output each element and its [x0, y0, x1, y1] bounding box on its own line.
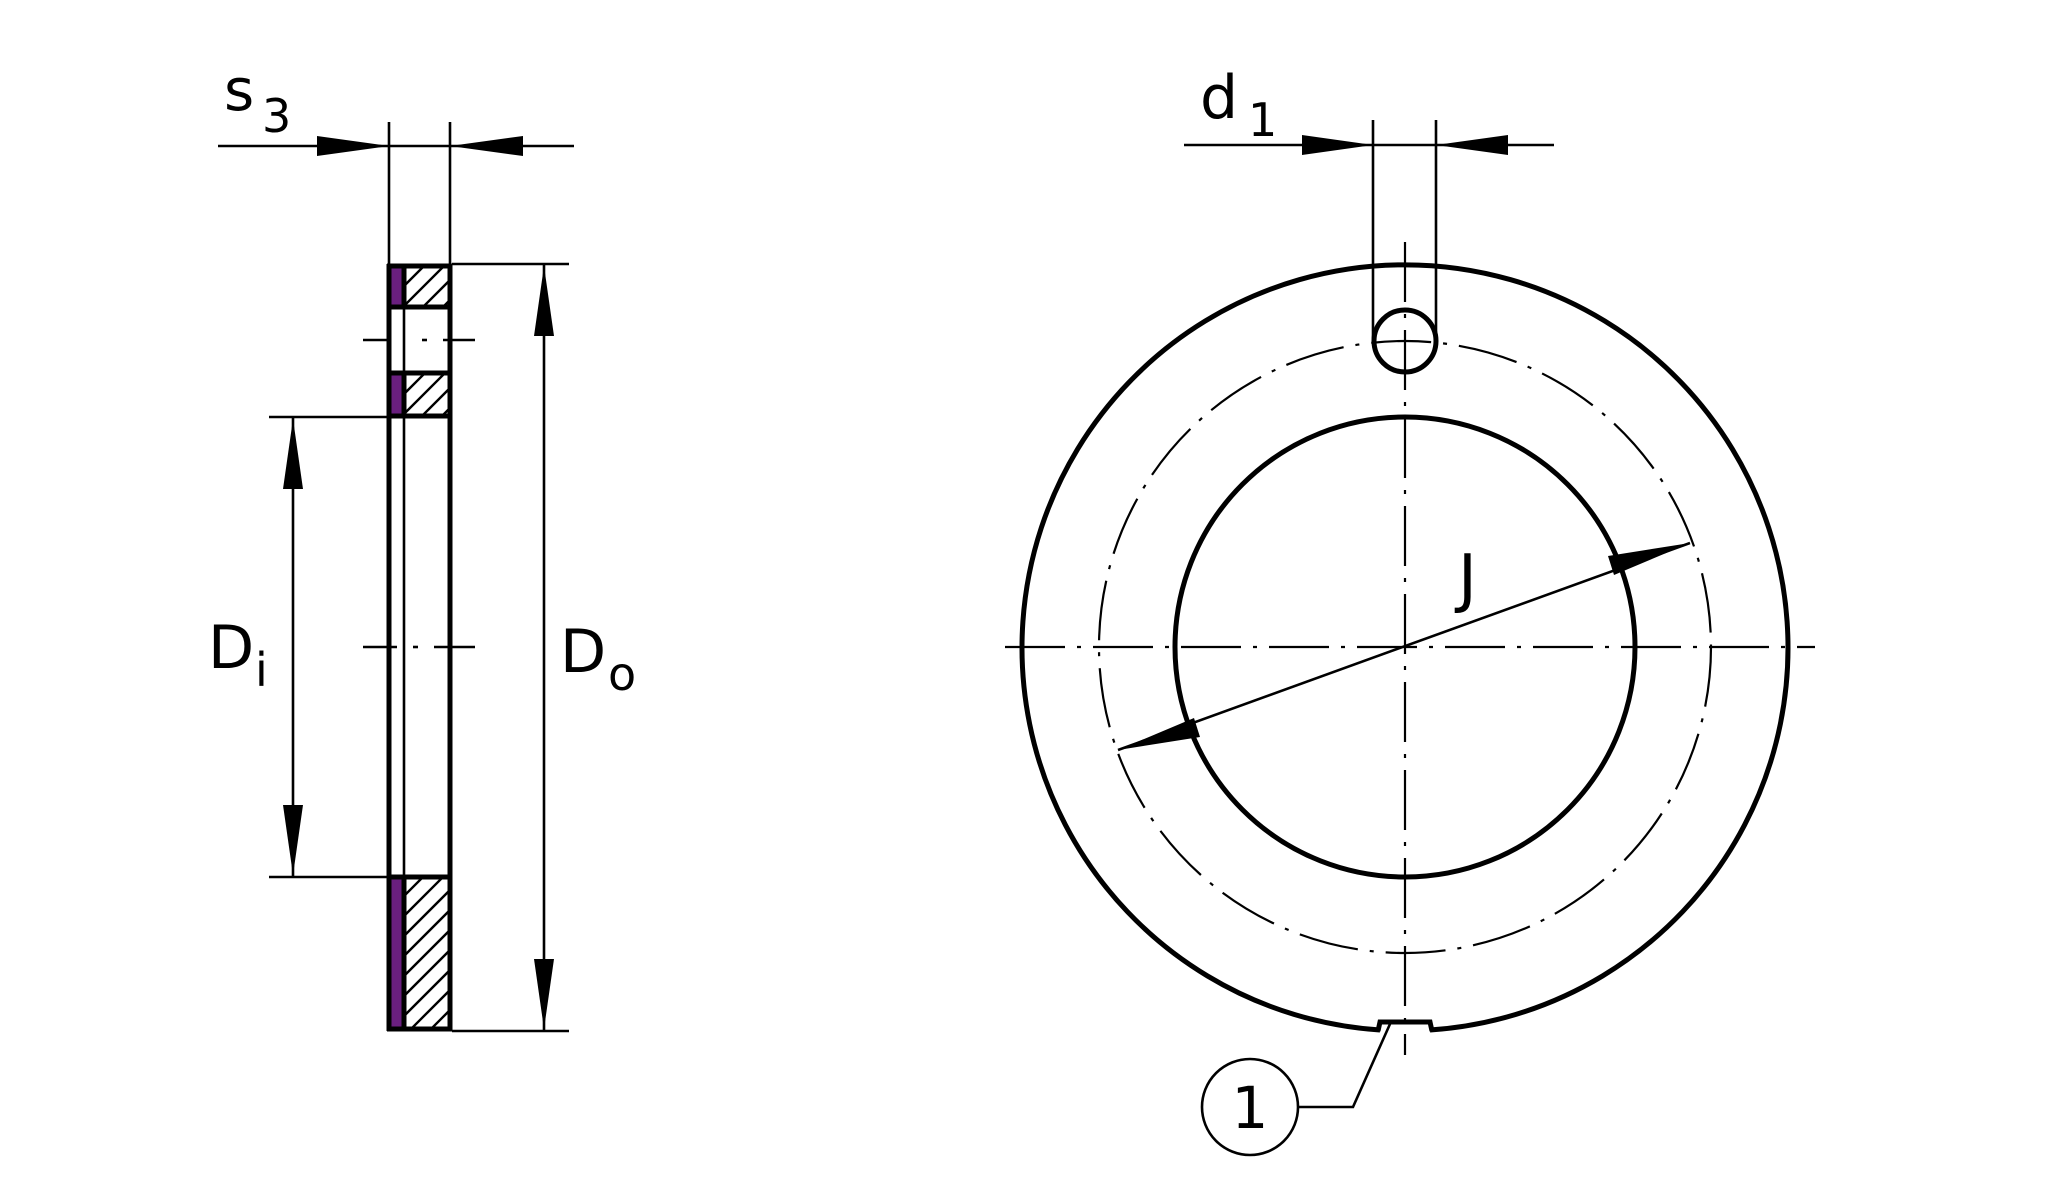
sliding-layer-top: [389, 266, 402, 307]
inner-diameter-label-di: D i: [208, 613, 268, 697]
svg-text:s: s: [224, 56, 254, 124]
svg-text:o: o: [608, 647, 636, 701]
sliding-layer-bottom: [389, 879, 402, 1029]
bolt-circle-label-j: J: [1454, 542, 1477, 616]
svg-text:d: d: [1200, 63, 1238, 133]
svg-text:i: i: [255, 643, 268, 697]
hatch-mid: [405, 374, 448, 414]
thickness-label-s3: s 3: [224, 56, 291, 143]
side-view: s 3 D o D i: [208, 56, 636, 1033]
svg-text:D: D: [560, 617, 606, 687]
svg-text:D: D: [208, 613, 254, 683]
callout-1: 1: [1200, 1023, 1392, 1157]
hole-diameter-label-d1: d 1: [1200, 63, 1277, 147]
sliding-layer-mid: [389, 374, 402, 415]
svg-text:3: 3: [262, 89, 291, 143]
svg-text:1: 1: [1248, 93, 1277, 147]
hatch-top: [405, 266, 448, 306]
outer-diameter-label-do: D o: [560, 617, 636, 701]
svg-text:1: 1: [1232, 1074, 1269, 1142]
front-view: d 1 J 1: [1005, 63, 1815, 1157]
hatch-bottom: [405, 879, 448, 1029]
